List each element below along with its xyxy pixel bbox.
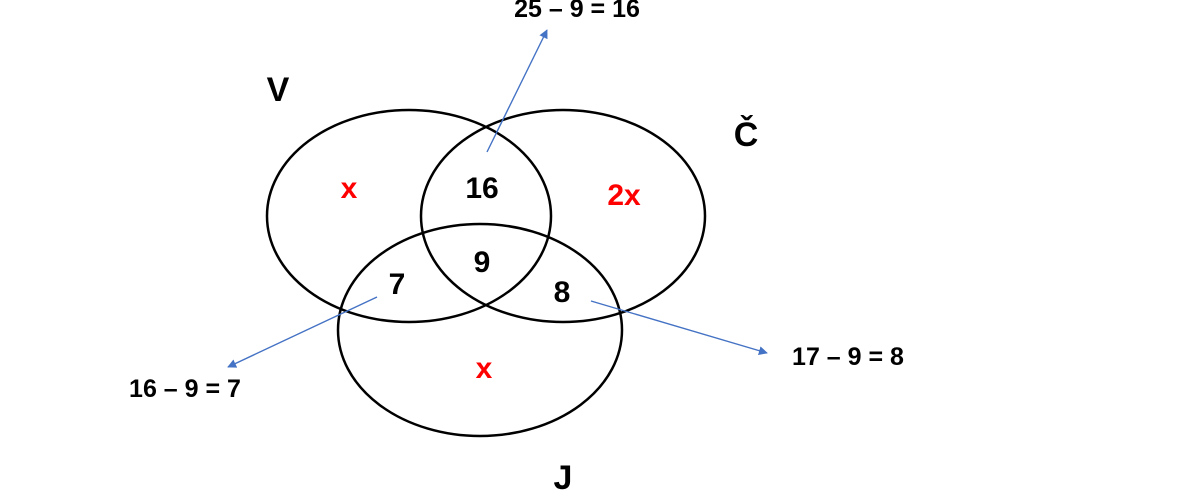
region-v-and-j: 7 [389,268,406,301]
arrow-v-and-c [486,29,548,153]
equation-v-and-c: 25 – 9 = 16 [514,0,640,23]
circle-set-c [419,108,707,324]
equation-c-and-j: 17 – 9 = 8 [792,343,904,371]
set-label-j: J [554,459,573,490]
region-v-c-j: 9 [474,246,491,279]
circle-set-v [265,108,553,324]
arrow-c-and-j [590,300,768,356]
arrow-v-and-j [227,296,378,368]
region-only-j: x [476,352,493,385]
equation-v-and-j: 16 – 9 = 7 [129,375,241,403]
set-label-c: Č [734,115,759,154]
set-label-v: V [267,71,290,109]
region-only-c: 2x [607,179,641,212]
region-only-v: x [341,172,358,205]
region-c-and-j: 8 [554,276,571,309]
region-v-and-c: 16 [465,172,498,205]
circle-set-j [336,222,624,438]
